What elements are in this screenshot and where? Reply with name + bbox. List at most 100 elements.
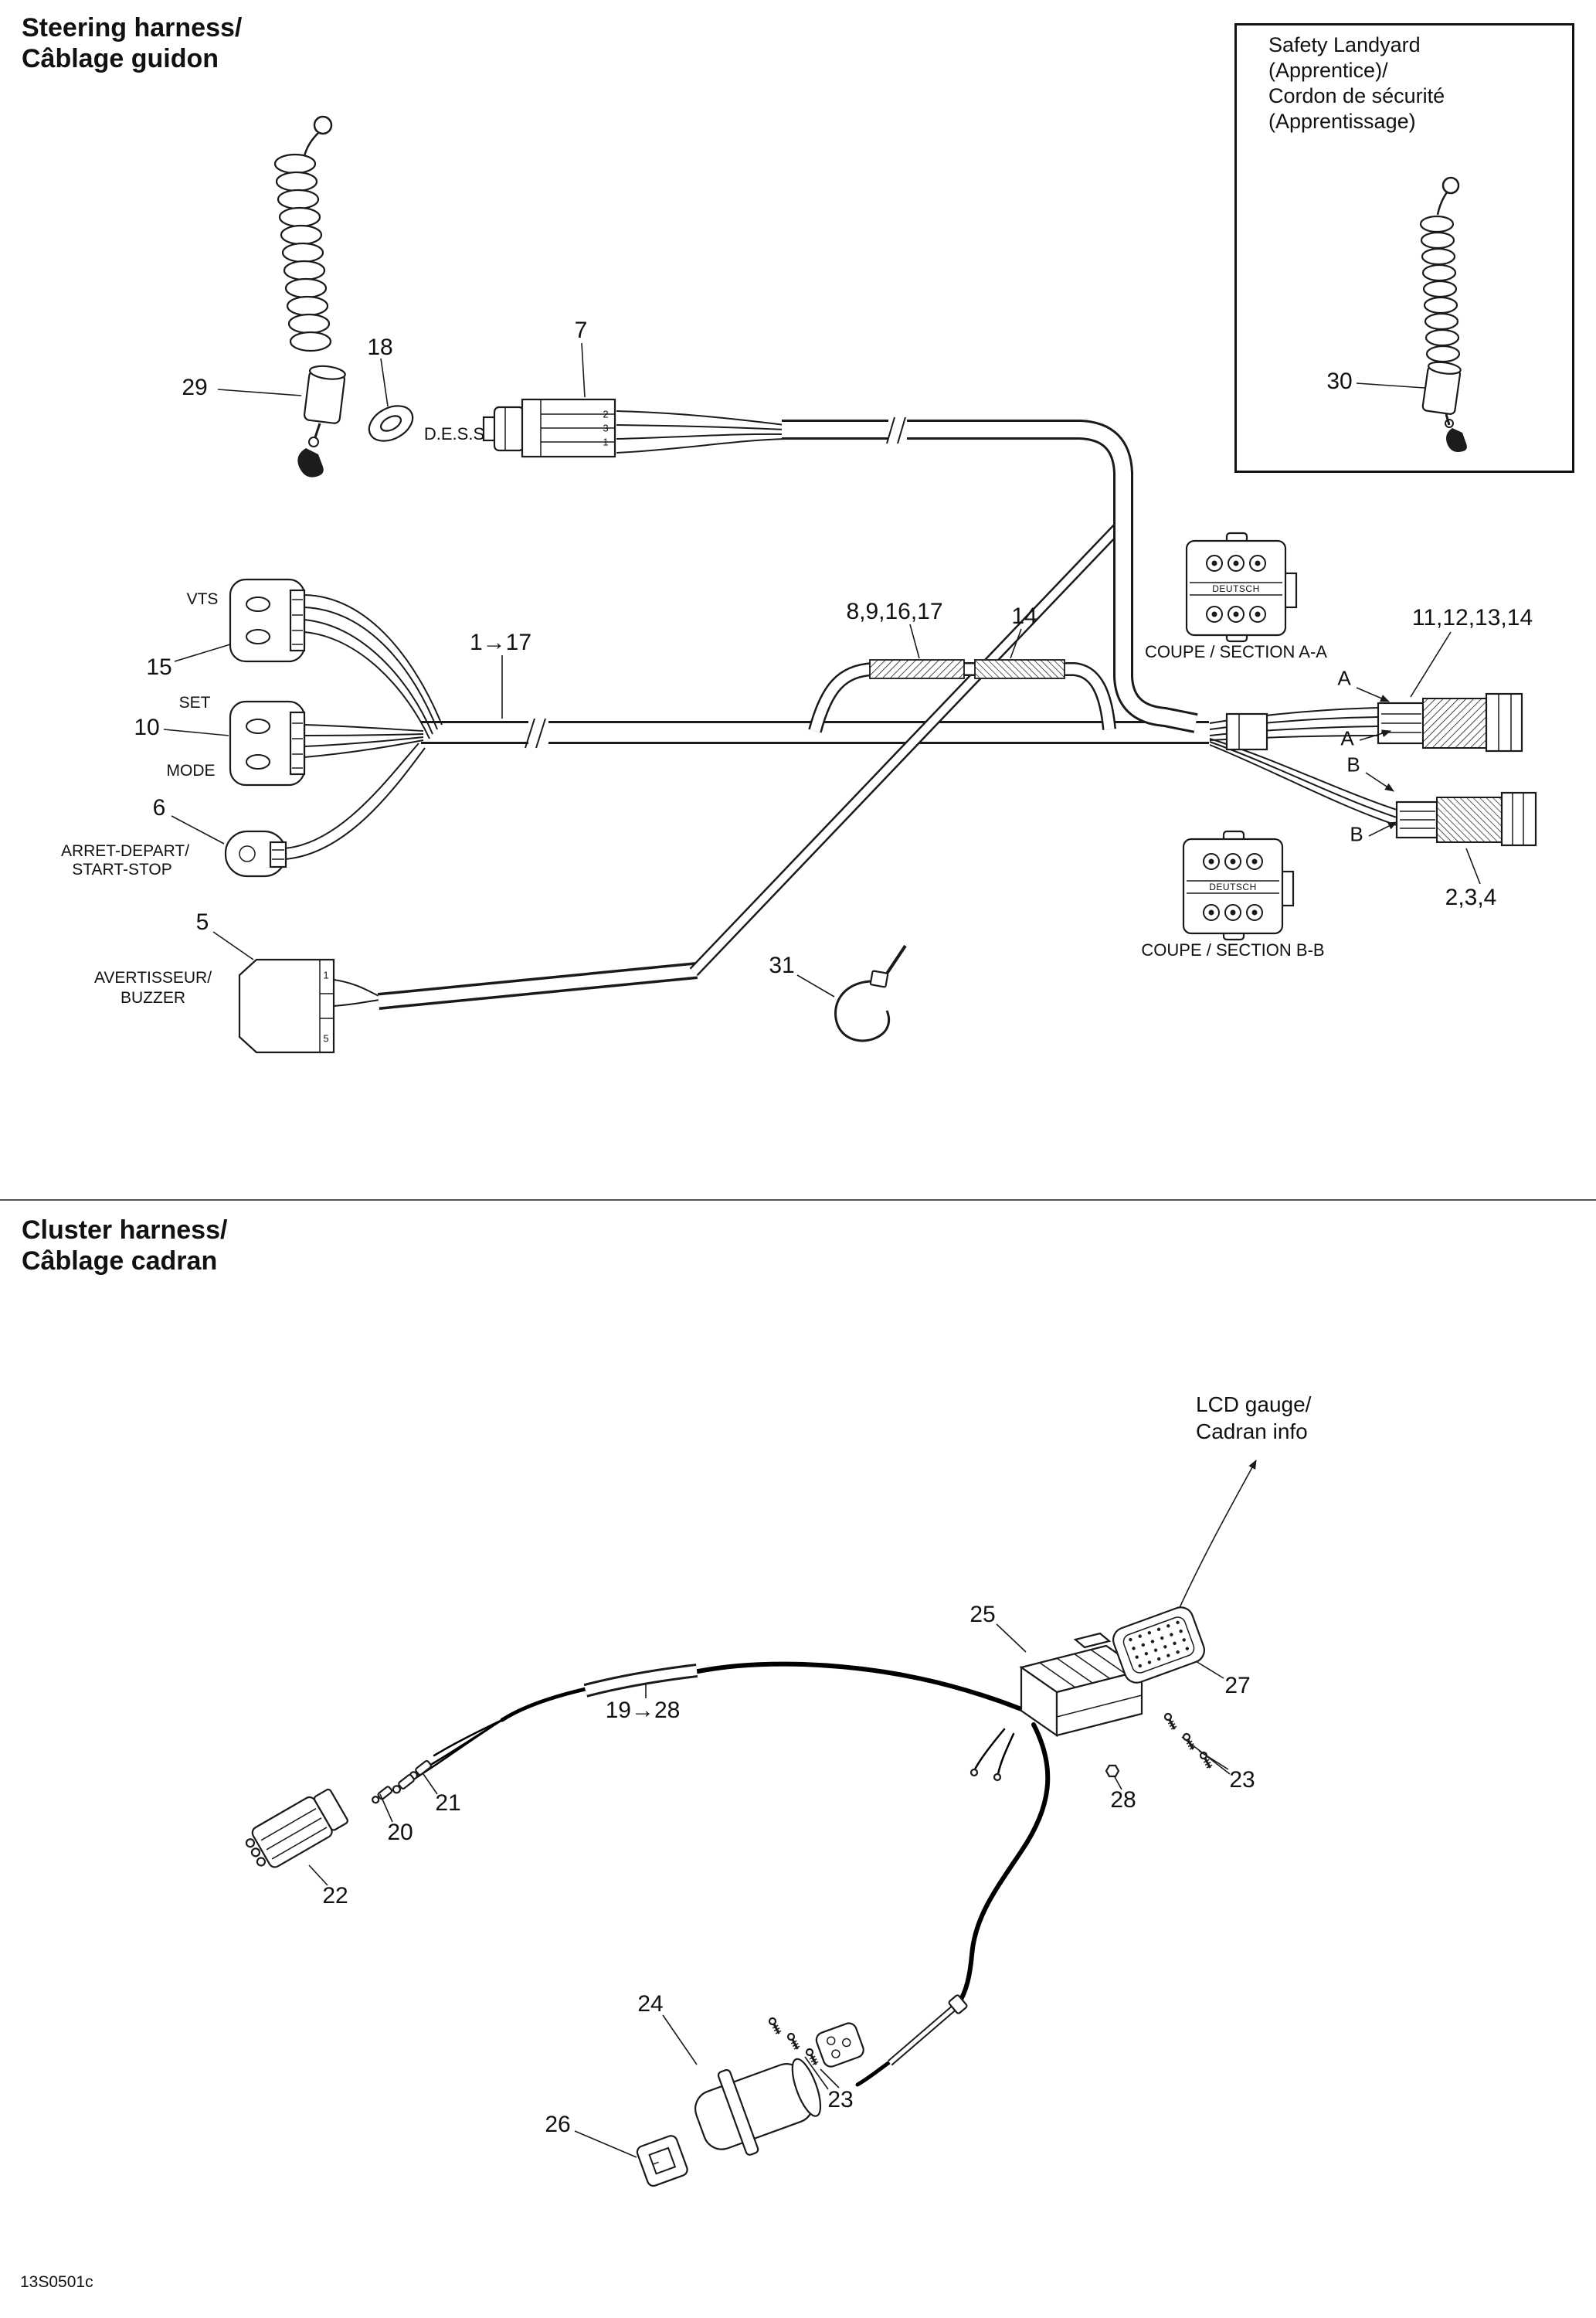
plug-26: [636, 2135, 688, 2187]
label-15: 15: [146, 654, 172, 680]
label-section-bb: COUPE / SECTION B-B: [1141, 940, 1325, 960]
gauge-connector-25: [1019, 1632, 1144, 1738]
connector-group-b: [1395, 791, 1537, 847]
start-stop-connector: [224, 830, 287, 878]
deutsch-text-aa: DEUTSCH: [1212, 583, 1260, 594]
label-7: 7: [574, 318, 588, 343]
label-range-1-17: 1→17: [469, 630, 532, 655]
steering-title-line1: Steering harness/: [22, 13, 243, 42]
label-section-aa: COUPE / SECTION A-A: [1145, 642, 1327, 661]
buzzer-sleeve-tube: [377, 962, 698, 1010]
buzzer-connector: [238, 958, 335, 1054]
label-26: 26: [545, 2112, 571, 2137]
splice-branch-tube: [808, 659, 1116, 733]
connector-24: [694, 2058, 822, 2156]
label-30: 30: [1326, 369, 1353, 394]
label-5: 5: [195, 909, 209, 935]
label-range-19-28: 19→28: [605, 1698, 681, 1723]
label-buzzer-line1: AVERTISSEUR/: [93, 969, 212, 987]
dess-wires: [616, 410, 786, 454]
harness-break-symbols: [525, 416, 907, 749]
dess-connector: [482, 398, 616, 458]
dess-harness-tube: [782, 420, 1198, 733]
label-23-bottom: 23: [827, 2087, 854, 2112]
deutsch-connector-aa: [1185, 532, 1298, 643]
connector-group-a: [1377, 692, 1523, 753]
lcd-gauge-line1: LCD gauge/: [1196, 1392, 1312, 1416]
leader-lines-cluster: [308, 1623, 1231, 2158]
label-a-bottom: A: [1340, 726, 1354, 750]
label-28: 28: [1110, 1787, 1136, 1813]
leader-lines-steering: [163, 342, 1481, 998]
inset-line4: (Apprentissage): [1268, 109, 1416, 133]
dess-pin-1: 1: [603, 436, 609, 448]
label-29: 29: [182, 375, 208, 400]
label-mode: MODE: [166, 762, 216, 780]
label-22: 22: [322, 1883, 348, 1908]
dess-pin-2: 2: [603, 408, 609, 420]
label-6: 6: [152, 795, 166, 821]
section-arrows: [1356, 687, 1397, 837]
label-25: 25: [969, 1602, 996, 1627]
harness-clip: [1225, 712, 1268, 751]
deutsch-connector-bb: [1182, 830, 1295, 941]
set-mode-connector: [229, 700, 306, 787]
steering-title-line2: Câblage guidon: [22, 44, 219, 74]
cluster-title-line2: Câblage cadran: [22, 1246, 218, 1276]
nut-28: [1105, 1764, 1120, 1778]
label-10: 10: [134, 715, 160, 740]
plug-near-24: [815, 2022, 864, 2068]
label-21: 21: [435, 1790, 461, 1816]
vts-connector: [229, 578, 306, 663]
label-set: SET: [178, 694, 211, 712]
label-23-right: 23: [1229, 1767, 1255, 1793]
lcd-gauge-arrow: [1173, 1460, 1257, 1620]
buzzer-pin-5: 5: [323, 1032, 329, 1045]
set-mode-wires: [304, 724, 424, 758]
grommet-27: [1112, 1606, 1205, 1684]
label-11-14: 11,12,13,14: [1411, 605, 1533, 630]
vts-wires: [304, 594, 443, 739]
drawing-code: 13S0501c: [20, 2273, 93, 2291]
cluster-sleeve: [583, 1664, 698, 1698]
cluster-cables: [408, 1661, 1051, 2087]
steering-title: Steering harness/ Câblage guidon: [22, 12, 242, 74]
inset-safety-lanyard-box: [1234, 23, 1574, 473]
inset-line1: Safety Landyard: [1268, 33, 1421, 56]
cluster-rod: [888, 1994, 968, 2066]
label-18: 18: [367, 335, 393, 360]
screws-23-bottom: [767, 2016, 820, 2068]
label-24: 24: [637, 1991, 664, 2017]
ferrules-20-21: [372, 1760, 432, 1804]
label-arret-line1: ARRET-DEPART/: [60, 842, 190, 860]
connector-22: [245, 1788, 348, 1868]
lcd-gauge-line2: Cadran info: [1196, 1419, 1308, 1443]
cluster-title-line1: Cluster harness/: [22, 1215, 228, 1245]
inset-line3: Cordon de sécurité: [1268, 83, 1445, 107]
buzzer-pin-1: 1: [323, 969, 329, 981]
label-arret-line2: START-STOP: [72, 861, 172, 879]
tether-cord-29: [273, 115, 346, 478]
label-20: 20: [387, 1820, 413, 1845]
label-splice: 8,9,16,17: [846, 599, 943, 624]
safety-lanyard-30: [1419, 176, 1467, 452]
screws-23-right: [1163, 1711, 1214, 1771]
label-vts: VTS: [186, 590, 219, 608]
label-b-top: B: [1346, 753, 1360, 777]
cable-tie-31: [834, 944, 907, 1042]
diagonal-harness-tube: [689, 522, 1123, 977]
ring-18: [368, 405, 414, 442]
inset-safety-lanyard-text: Safety Landyard (Apprentice)/ Cordon de …: [1268, 32, 1445, 134]
label-27: 27: [1224, 1673, 1251, 1698]
label-14: 14: [1011, 603, 1037, 629]
label-dess: D.E.S.S: [423, 424, 485, 444]
dess-pin-3: 3: [603, 422, 609, 434]
deutsch-text-bb: DEUTSCH: [1209, 882, 1257, 892]
label-a-top: A: [1337, 666, 1351, 690]
label-31: 31: [769, 953, 795, 978]
start-stop-wires: [284, 743, 426, 860]
label-buzzer-line2: BUZZER: [121, 989, 185, 1007]
label-2-3-4: 2,3,4: [1445, 885, 1497, 910]
